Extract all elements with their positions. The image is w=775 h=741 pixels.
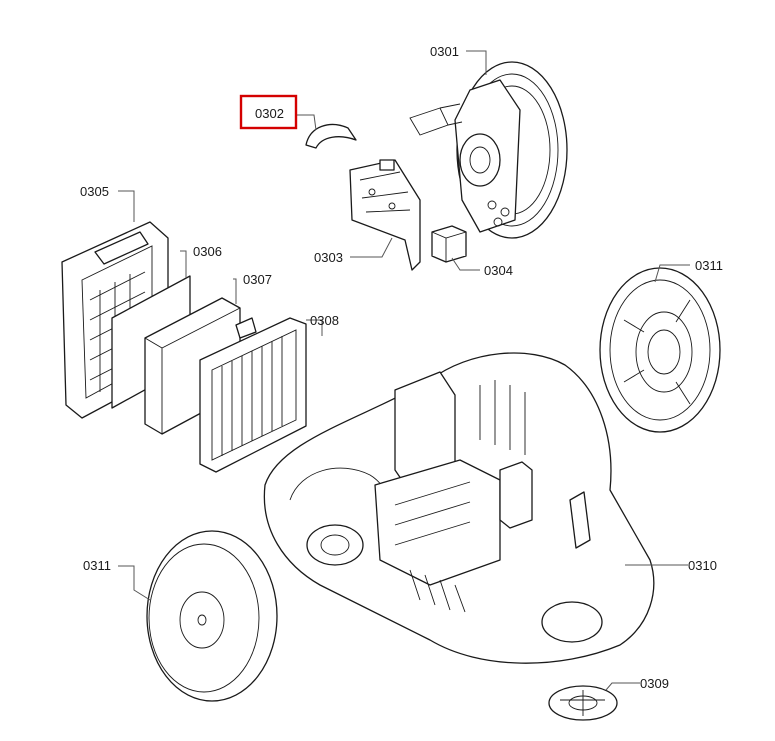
label-0311-right: 0311: [695, 258, 723, 273]
part-0311-wheel-left[interactable]: [146, 530, 278, 702]
label-0302: 0302: [255, 106, 284, 121]
label-0308: 0308: [310, 313, 339, 328]
label-0310: 0310: [688, 558, 717, 573]
highlight-box-0302: [239, 94, 298, 130]
label-0301: 0301: [430, 44, 459, 59]
part-0301-cable-reel[interactable]: [409, 61, 568, 239]
label-0309: 0309: [640, 676, 669, 691]
label-0305: 0305: [80, 184, 109, 199]
label-0306: 0306: [193, 244, 222, 259]
part-0303-bracket[interactable]: [349, 159, 421, 271]
part-0309-foot[interactable]: [548, 685, 618, 721]
part-0304-switch-block[interactable]: [431, 225, 467, 263]
part-0308-pleated-filter[interactable]: [199, 317, 307, 473]
part-0310-main-body[interactable]: [263, 352, 655, 664]
label-0311-left: 0311: [83, 558, 111, 573]
label-0303: 0303: [314, 250, 343, 265]
leader-lines: [118, 50, 690, 691]
label-0304: 0304: [484, 263, 513, 278]
part-0311-wheel-right[interactable]: [599, 267, 721, 433]
label-0307: 0307: [243, 272, 272, 287]
part-0302-hose[interactable]: [305, 123, 357, 149]
